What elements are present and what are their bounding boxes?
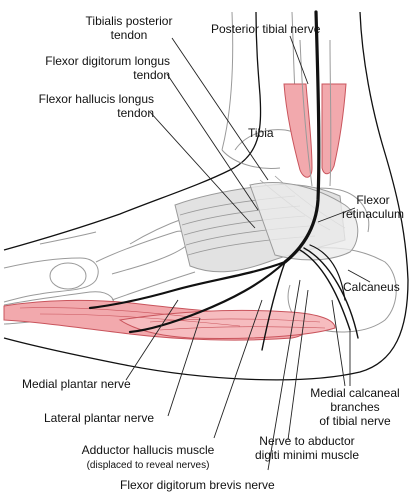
label-lateral-plantar-nerve: Lateral plantar nerve [44,411,154,425]
label-fdl-line2: tendon [133,68,170,82]
label-flexor-retinaculum: Flexor retinaculum [340,193,406,221]
label-tibialis-posterior: Tibialis posterior tendon [64,14,194,42]
label-fhl-line1: Flexor hallucis longus [39,92,154,106]
label-adductor-hallucis: Adductor hallucis muscle (displaced to r… [56,443,240,472]
label-tibia: Tibia [248,126,274,140]
label-medial-calcaneal-line1: Medial calcaneal [310,386,399,400]
label-adductor-hallucis-note: (displaced to reveal nerves) [87,460,210,471]
label-nerve-to-abductor: Nerve to abductor digiti minimi muscle [240,434,374,462]
leg-muscles [284,84,346,177]
label-calcaneus: Calcaneus [343,280,400,294]
label-fdl-line1: Flexor digitorum longus [45,54,170,68]
label-medial-calcaneal-line3: of tibial nerve [319,414,390,428]
label-tibialis-posterior-line1: Tibialis posterior [86,14,173,28]
label-nerve-abductor-line2: digiti minimi muscle [255,448,359,462]
label-flexor-retinaculum-line1: Flexor [356,193,389,207]
label-medial-plantar-nerve: Medial plantar nerve [22,377,131,391]
label-nerve-abductor-line1: Nerve to abductor [259,434,354,448]
label-adductor-hallucis-line1: Adductor hallucis muscle [82,443,215,457]
label-medial-calcaneal-branches: Medial calcaneal branches of tibial nerv… [303,386,407,428]
plantar-muscles [4,300,335,340]
label-posterior-tibial-nerve: Posterior tibial nerve [211,22,320,36]
label-flexor-digitorum-longus: Flexor digitorum longus tendon [10,54,170,82]
label-tibialis-posterior-line2: tendon [111,28,148,42]
label-flexor-retinaculum-line2: retinaculum [342,207,404,221]
label-fhl-line2: tendon [117,106,154,120]
label-flexor-hallucis-longus: Flexor hallucis longus tendon [2,92,154,120]
label-flexor-digitorum-brevis-nerve: Flexor digitorum brevis nerve [120,478,275,492]
label-medial-calcaneal-line2: branches [330,400,379,414]
